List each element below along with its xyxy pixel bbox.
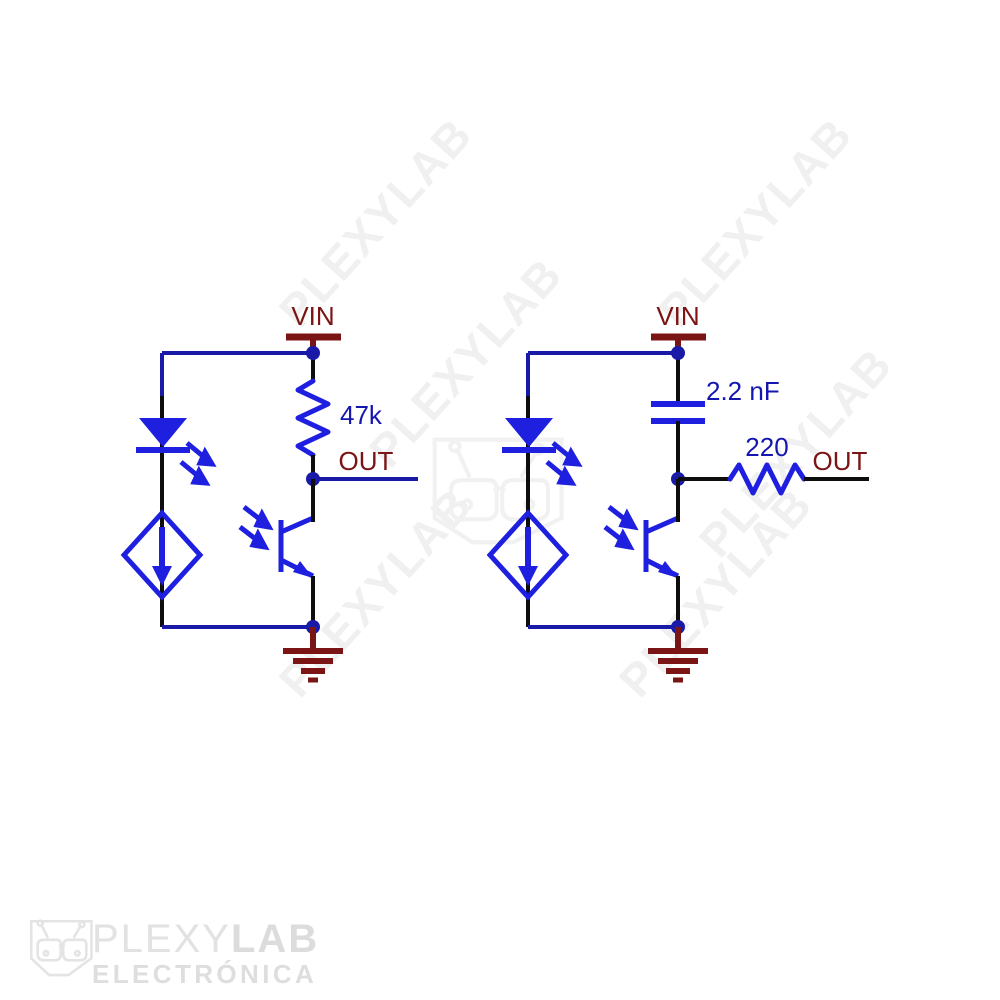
vin-label-left: VIN [291, 301, 334, 331]
logo-word-primary: PLEXY [92, 917, 231, 961]
resistor-47k-label: 47k [340, 400, 383, 430]
footer-logo: PLEXYLAB ELECTRÓNICA [30, 917, 319, 989]
capacitor-label: 2.2 nF [706, 376, 780, 406]
circuit-left: VIN [120, 301, 418, 683]
logo-tagline: ELECTRÓNICA [92, 959, 317, 989]
circuit-right: VIN 2.2 n [486, 301, 869, 683]
junction-dot-vin-right [671, 346, 685, 360]
svg-text:PLEXYLAB: PLEXYLAB [92, 917, 319, 961]
out-label-left: OUT [339, 446, 394, 476]
led-symbol-left [136, 418, 217, 486]
resistor-220-label: 220 [745, 432, 788, 462]
ground-symbol-right [648, 627, 708, 683]
resistor-220-right [727, 462, 807, 496]
capacitor-symbol-right [651, 353, 705, 479]
ground-symbol-left [283, 627, 343, 683]
phototransistor-right [603, 505, 680, 627]
logo-word-secondary: LAB [231, 917, 319, 961]
out-label-right: OUT [813, 446, 868, 476]
logo-glasses-icon [30, 919, 93, 977]
led-symbol-right [502, 418, 583, 486]
phototransistor-left [238, 505, 315, 627]
current-source-left [120, 509, 204, 601]
current-source-right [486, 509, 570, 601]
junction-dot-vin-left [306, 346, 320, 360]
vin-label-right: VIN [656, 301, 699, 331]
